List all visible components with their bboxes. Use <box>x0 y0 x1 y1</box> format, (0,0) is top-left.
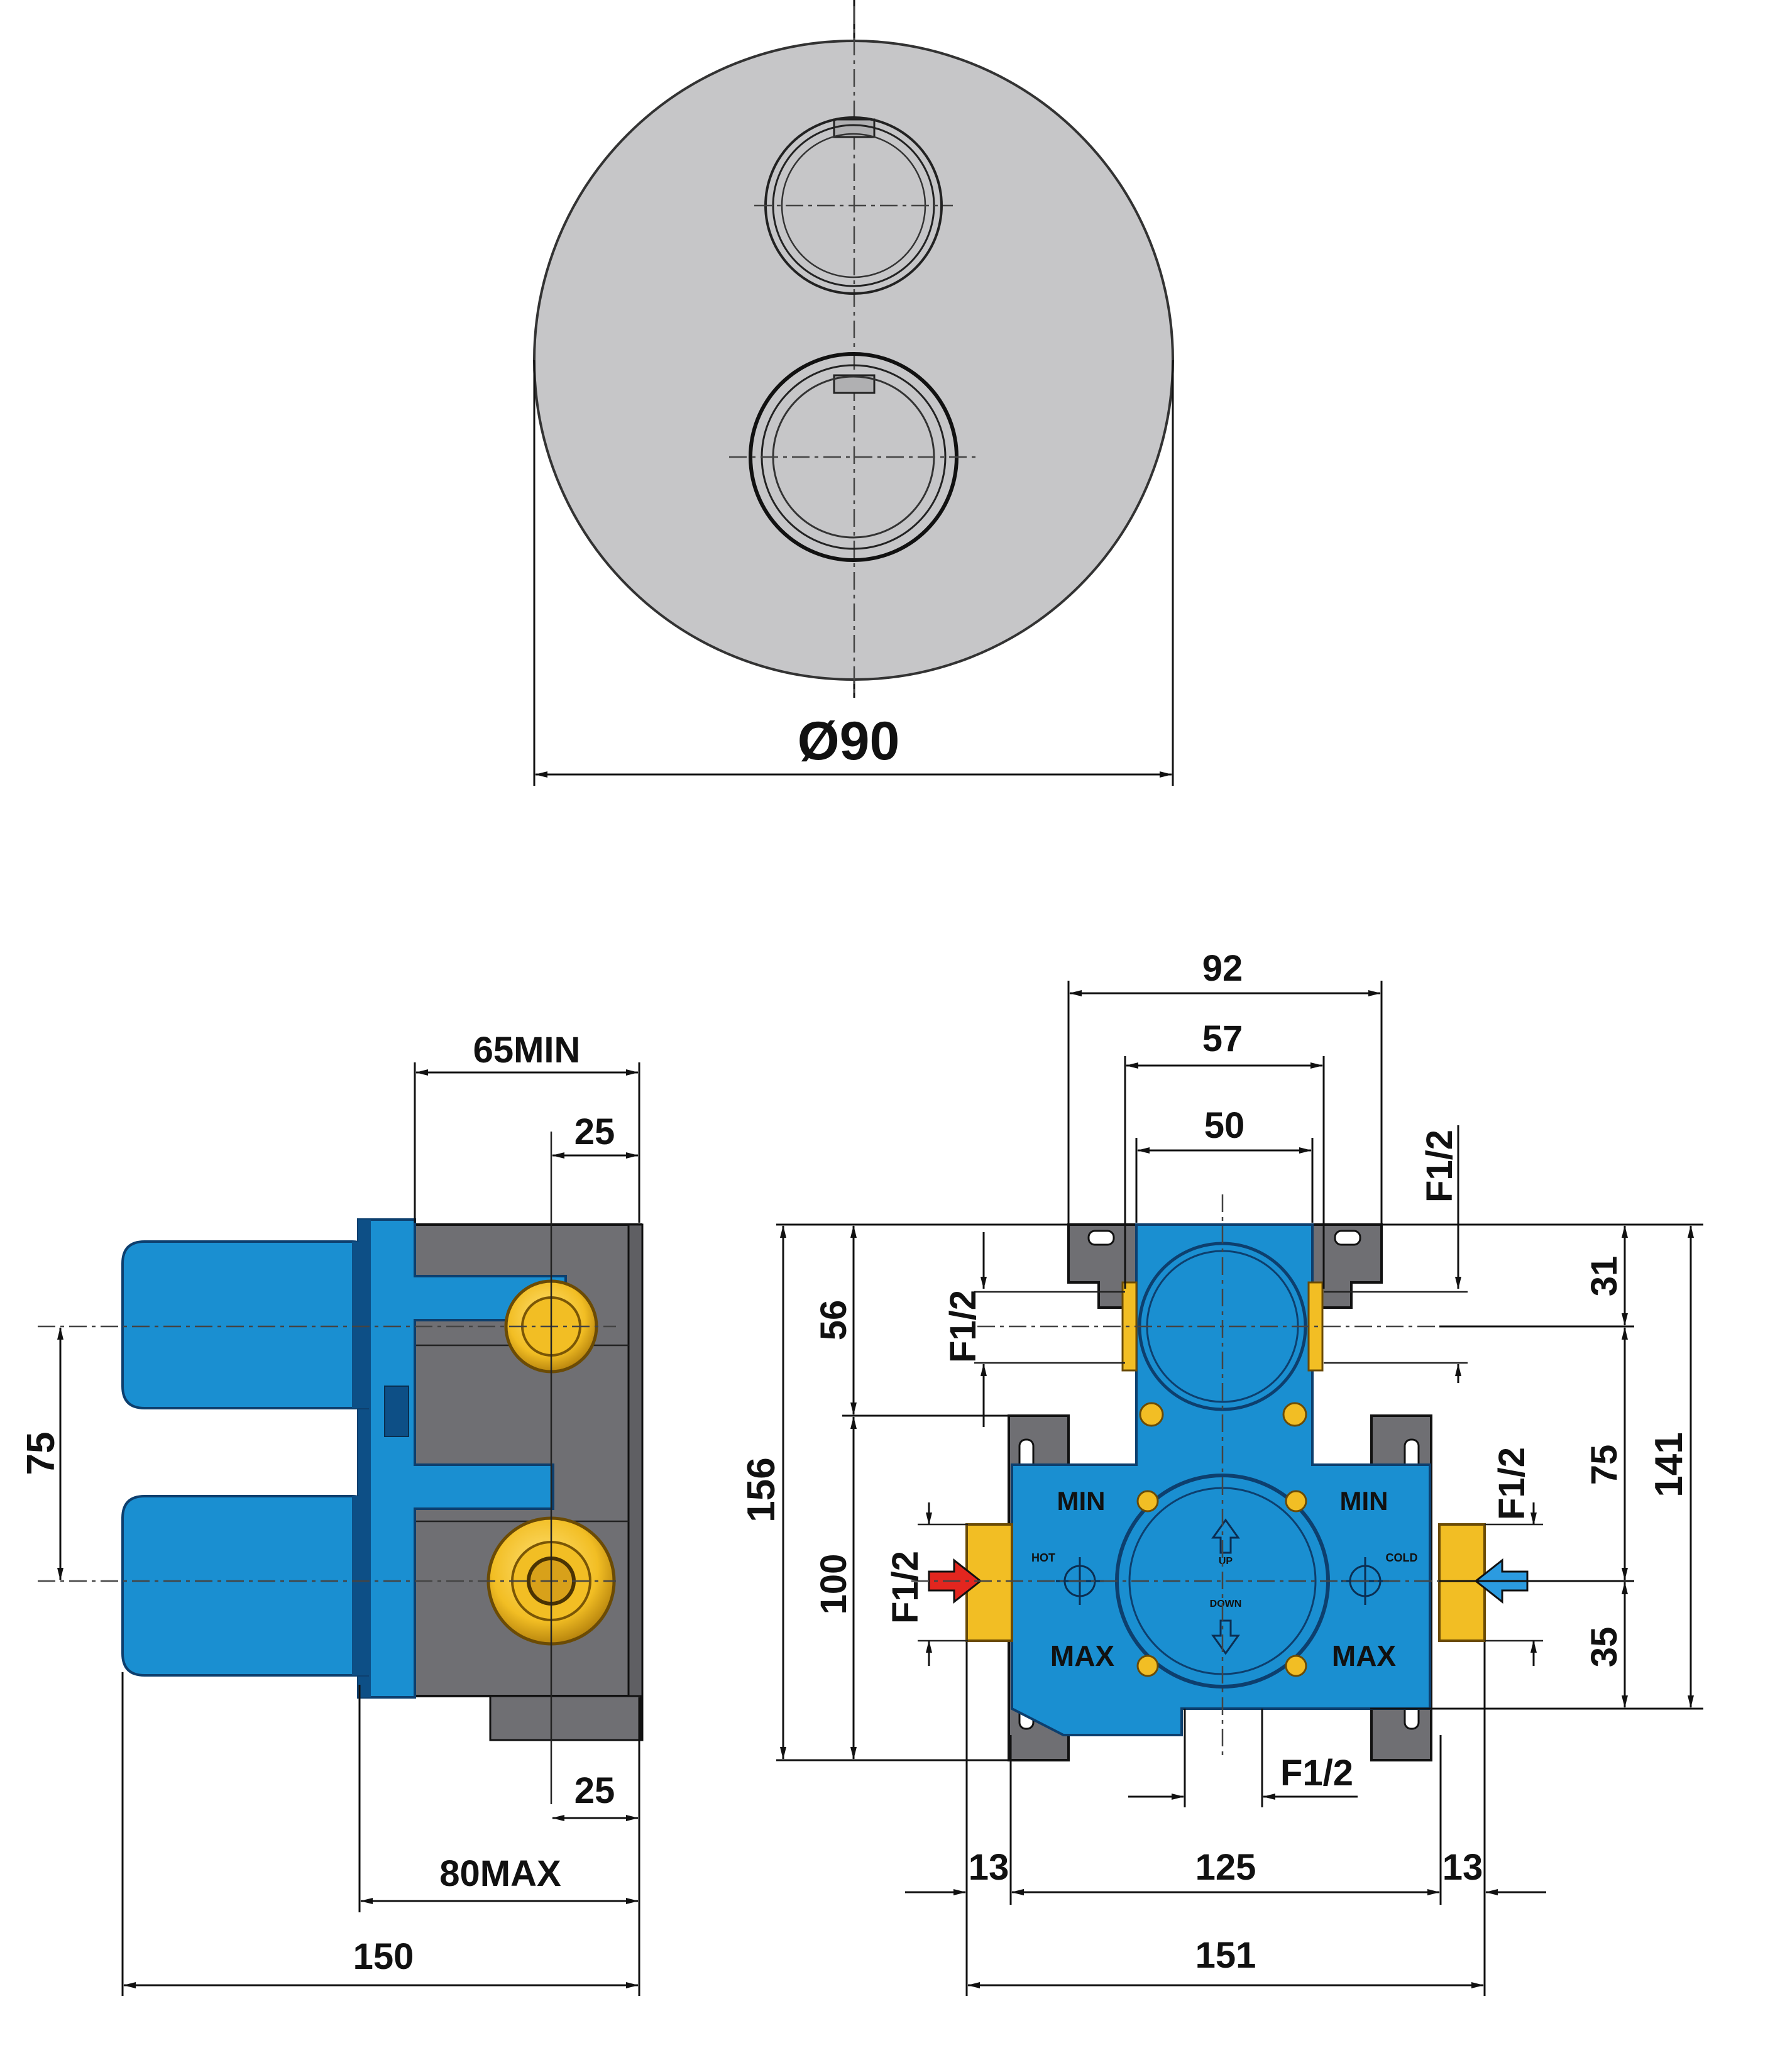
dim-156: 156 <box>740 1457 783 1522</box>
dim-13-right: 13 <box>1442 1847 1483 1888</box>
side-blue-body <box>357 1218 567 1699</box>
screw <box>1285 1490 1307 1513</box>
label-down: DOWN <box>1210 1599 1242 1609</box>
screw <box>1282 1402 1307 1427</box>
dim-50: 50 <box>1204 1105 1245 1146</box>
screw <box>1136 1490 1159 1513</box>
dim-65min: 65MIN <box>473 1030 581 1071</box>
body-view: MIN MIN MAX MAX HOT COLD UP DOWN 92 57 <box>740 948 1703 1996</box>
screw <box>1139 1402 1164 1427</box>
lower-extension <box>121 1495 369 1677</box>
screw <box>1136 1655 1159 1677</box>
dim-13-left: 13 <box>969 1847 1009 1888</box>
dim-80max: 80MAX <box>439 1853 561 1894</box>
dim-100: 100 <box>813 1554 854 1615</box>
up-arrow-icon <box>1211 1518 1240 1554</box>
right-inlet-thread-label: F1/2 <box>1492 1447 1532 1520</box>
dim-125: 125 <box>1195 1847 1256 1888</box>
dim-151: 151 <box>1195 1935 1256 1976</box>
dim-25-bottom: 25 <box>574 1770 615 1811</box>
label-hot: HOT <box>1031 1551 1055 1564</box>
dim-31: 31 <box>1584 1256 1625 1297</box>
dim-35: 35 <box>1584 1627 1625 1668</box>
label-min-right: MIN <box>1340 1486 1388 1516</box>
bottom-thread-label: F1/2 <box>1280 1753 1353 1794</box>
label-max-left: MAX <box>1050 1639 1115 1672</box>
lower-knob <box>729 352 978 562</box>
dim-25-top: 25 <box>574 1111 615 1152</box>
dim-92: 92 <box>1202 948 1243 989</box>
top-thread-label: F1/2 <box>1419 1130 1460 1203</box>
diameter-label: Ø90 <box>798 711 900 771</box>
side-view: 65MIN 25 25 80MAX 150 75 <box>19 1030 644 1996</box>
upper-extension <box>121 1240 369 1409</box>
dim-57: 57 <box>1202 1018 1243 1059</box>
dim-75-side: 75 <box>19 1432 63 1475</box>
dim-75-body: 75 <box>1584 1445 1625 1485</box>
label-up: UP <box>1219 1556 1233 1567</box>
label-cold: COLD <box>1386 1551 1418 1564</box>
label-max-right: MAX <box>1332 1639 1397 1672</box>
dim-150: 150 <box>353 1936 414 1977</box>
front-view: Ø90 <box>533 0 1174 786</box>
upper-knob <box>754 116 953 295</box>
left-top-thread-label: F1/2 <box>943 1290 984 1363</box>
left-inlet-thread-label: F1/2 <box>885 1551 926 1624</box>
down-arrow-icon <box>1211 1619 1240 1655</box>
dim-56: 56 <box>813 1300 854 1341</box>
dim-141: 141 <box>1647 1432 1691 1497</box>
label-min-left: MIN <box>1057 1486 1106 1516</box>
screw <box>1285 1655 1307 1677</box>
